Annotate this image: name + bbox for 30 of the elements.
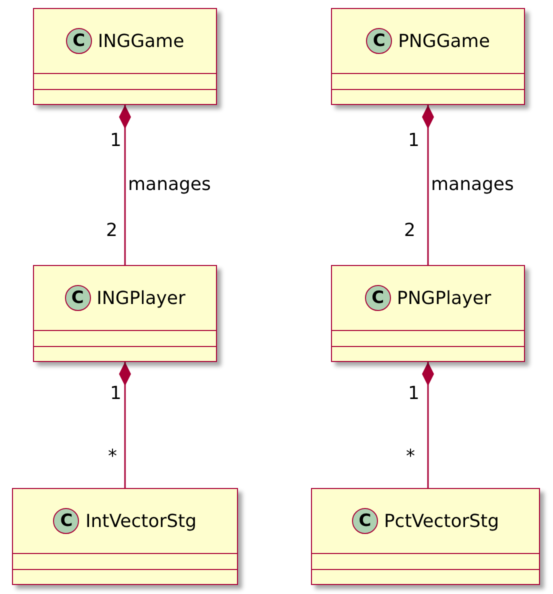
class-name: PNGGame — [398, 30, 490, 52]
multiplicity-label: 1 — [110, 131, 122, 151]
multiplicity-label: 1 — [110, 384, 122, 404]
class-name: INGPlayer — [96, 288, 186, 308]
composition-line — [422, 362, 434, 488]
class-box — [331, 265, 525, 362]
class-box — [311, 488, 540, 585]
composition-line — [422, 105, 434, 265]
class-marker: C — [366, 28, 392, 54]
class-marker: C — [364, 285, 391, 311]
class-box — [33, 8, 217, 105]
class-name: INGGame — [98, 30, 184, 52]
multiplicity-label: 2 — [106, 221, 118, 241]
multiplicity-label: * — [406, 447, 415, 467]
composition-line — [119, 362, 131, 488]
multiplicity-label: * — [108, 447, 117, 467]
class-name: PNGPlayer — [396, 288, 492, 308]
multiplicity-label: 2 — [404, 221, 416, 241]
composition-line — [119, 105, 131, 265]
multiplicity-label: 1 — [408, 384, 420, 404]
class-name: IntVectorStg — [85, 510, 197, 532]
class-marker: C — [66, 28, 92, 54]
class-marker: C — [64, 285, 91, 311]
class-box — [12, 488, 238, 585]
class-marker: C — [352, 508, 378, 534]
multiplicity-label: 1 — [408, 131, 420, 151]
class-marker: C — [53, 508, 80, 534]
class-name: PctVectorStg — [384, 510, 500, 532]
class-box — [331, 8, 525, 105]
class-box — [33, 265, 217, 362]
